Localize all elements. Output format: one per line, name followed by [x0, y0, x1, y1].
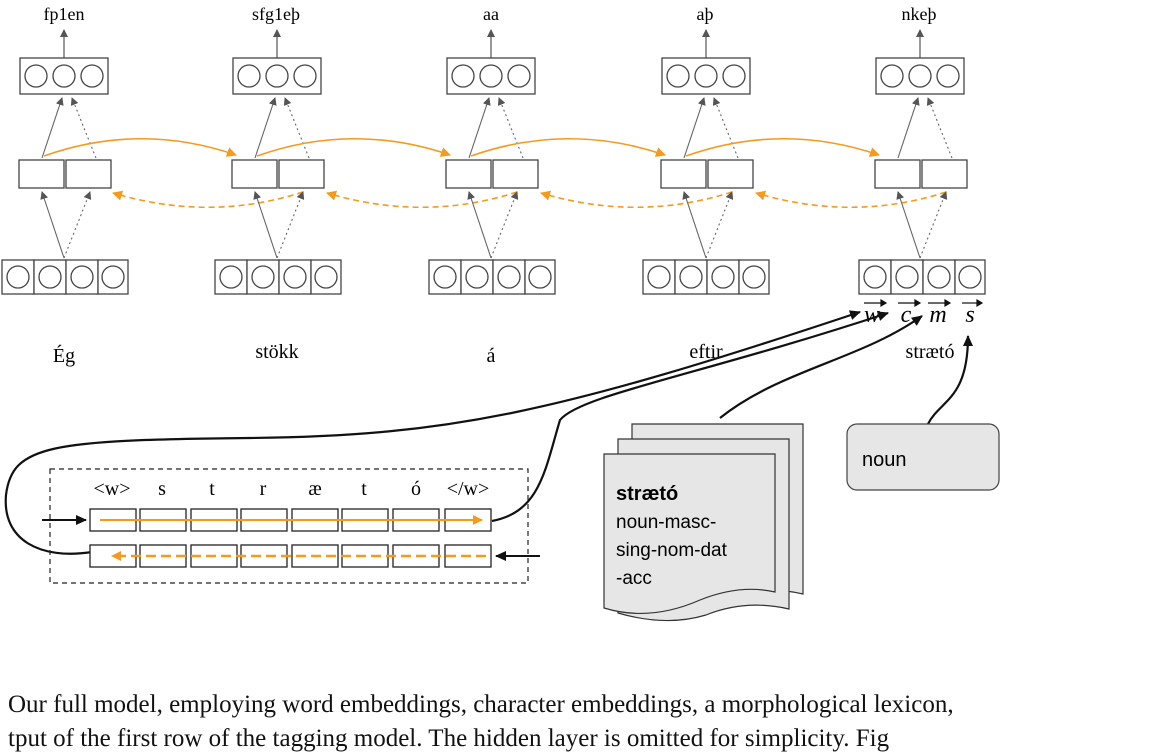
char-bilstm-frame [49, 468, 529, 584]
input-to-lstm-connections [40, 191, 948, 259]
char-label: ó [411, 478, 421, 500]
pos-box: noun [846, 423, 1000, 491]
pos-arrow [927, 335, 973, 425]
lexicon-documents: strætó noun-masc- sing-nom-dat -acc [603, 423, 804, 622]
feature-label-w: w [864, 302, 880, 328]
output-layers [19, 57, 965, 95]
output-layer [875, 57, 965, 95]
lexicon-line: sing-nom-dat [616, 540, 728, 561]
feature-label-s: s [965, 302, 974, 328]
word-embedding-arrow [4, 310, 861, 555]
word: Ég [53, 344, 75, 367]
lstm-to-output-connections [41, 97, 953, 159]
tag-label: fp1en [44, 4, 85, 24]
tag-label: aa [483, 4, 499, 24]
bilstm-state-pair [18, 159, 112, 189]
tag-label: sfg1eþ [252, 4, 300, 24]
vector-arrows [864, 298, 984, 308]
feature-label-m: m [929, 302, 946, 328]
char-bilstm: <w> s t r æ t ó </w> [42, 468, 540, 584]
bilstm-state-pair [874, 159, 968, 189]
tag-label: nkeþ [902, 4, 937, 24]
input-layer [1, 259, 129, 295]
forward-recurrence [43, 137, 880, 157]
figure-caption: Our full model, employing word embedding… [8, 688, 1156, 756]
feature-label-c: c [901, 302, 912, 328]
backward-recurrence [112, 190, 947, 209]
char-label: <w> [93, 478, 130, 500]
tag-labels: fp1en sfg1eþ aa aþ nkeþ [44, 4, 937, 24]
char-label: æ [308, 478, 321, 500]
input-layer [428, 259, 556, 295]
input-words: Ég stökk á eftir strætó [53, 341, 955, 367]
char-label: t [361, 478, 367, 500]
lexicon-word: strætó [616, 483, 678, 505]
char-label: s [158, 478, 166, 500]
feature-vector-labels: w c m s [864, 302, 975, 328]
char-label: r [260, 478, 267, 500]
char-labels: <w> s t r æ t ó </w> [93, 478, 489, 500]
input-layer [214, 259, 342, 295]
tag-arrows [60, 29, 924, 58]
caption-line: tput of the first row of the tagging mod… [8, 725, 890, 752]
char-embedding-arrow [491, 311, 889, 523]
input-layer [642, 259, 770, 295]
caption-line: Our full model, employing word embedding… [8, 691, 954, 718]
word: strætó [906, 341, 955, 363]
input-layers [1, 259, 986, 295]
word: stökk [255, 341, 298, 363]
lexicon-arrow [719, 315, 923, 419]
bilstm-state-pair [231, 159, 325, 189]
lexicon-line: noun-masc- [616, 512, 716, 533]
char-label: </w> [447, 478, 490, 500]
pos-label: noun [862, 449, 907, 471]
output-layer [19, 57, 109, 95]
bilstm-state-pair [660, 159, 754, 189]
word: á [487, 345, 496, 367]
lexicon-page-front [603, 453, 776, 615]
feature-feed-arrows [4, 310, 973, 555]
output-layer [661, 57, 751, 95]
bilstm-state-pair [445, 159, 539, 189]
output-layer [232, 57, 322, 95]
lexicon-line: -acc [616, 568, 652, 589]
bilstm-states [18, 159, 968, 189]
input-layer [858, 259, 986, 295]
tag-label: aþ [697, 4, 714, 24]
char-label: t [209, 478, 215, 500]
char-backward-cells [89, 544, 492, 568]
word: eftir [689, 341, 723, 363]
output-layer [446, 57, 536, 95]
char-forward-cells [89, 508, 492, 532]
